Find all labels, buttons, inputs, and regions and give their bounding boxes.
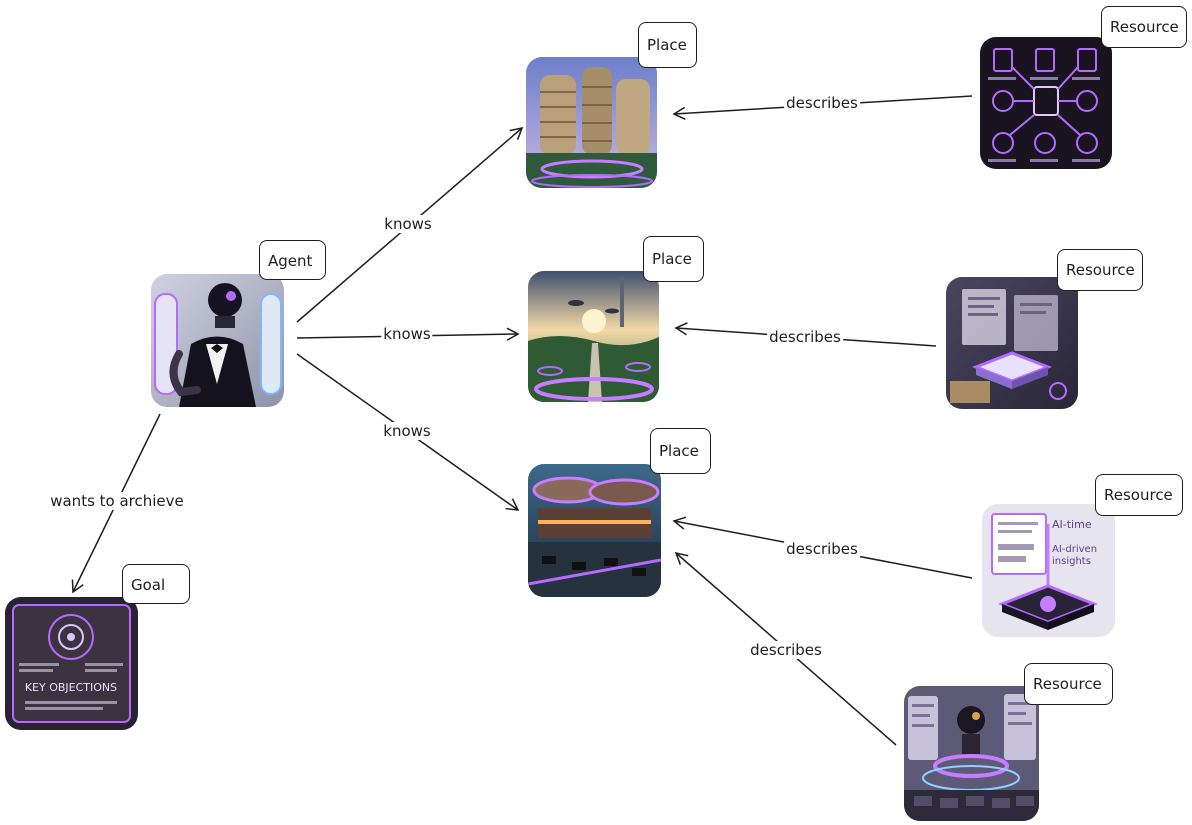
place2-tag: Place <box>643 236 704 282</box>
robot-butler-illustration <box>151 274 284 407</box>
edge-label-describes-2: describes <box>767 328 843 346</box>
futuristic-park-illustration <box>528 271 659 402</box>
resource-documents-illustration <box>946 277 1078 409</box>
edge-label-describes-3: describes <box>784 540 860 558</box>
futuristic-hotel-illustration <box>526 57 657 188</box>
place3-tag: Place <box>650 428 711 474</box>
agent-robot-image[interactable] <box>151 274 284 407</box>
edge-label-describes-4: describes <box>748 641 824 659</box>
edge-label-describes-1: describes <box>784 94 860 112</box>
place3-image[interactable] <box>528 464 661 597</box>
futuristic-restaurant-illustration <box>528 464 661 597</box>
agent-tag: Agent <box>259 240 326 280</box>
resource4-tag: Resource <box>1024 663 1113 705</box>
resource1-image[interactable] <box>980 37 1112 169</box>
edge-label-knows-2: knows <box>381 325 433 343</box>
edge-label-knows-3: knows <box>381 422 433 440</box>
edge-label-wants-to-achieve: wants to archieve <box>48 492 186 510</box>
resource-icons-grid-illustration <box>980 37 1112 169</box>
resource3-text-1: AI-time <box>1052 518 1092 531</box>
resource2-image[interactable] <box>946 277 1078 409</box>
resource3-text-3: insights <box>1052 556 1091 567</box>
resource1-tag: Resource <box>1101 6 1187 48</box>
resource2-tag: Resource <box>1057 249 1143 291</box>
place1-image[interactable] <box>526 57 657 188</box>
resource4-image[interactable] <box>904 686 1039 821</box>
goal-tag: Goal <box>122 564 190 604</box>
resource3-image[interactable]: AI-time AI-driven insights <box>982 504 1115 637</box>
goal-document-illustration: KEY OBJECTIONS <box>5 597 138 730</box>
place2-image[interactable] <box>528 271 659 402</box>
resource3-tag: Resource <box>1095 474 1183 516</box>
place1-tag: Place <box>638 22 697 68</box>
resource3-text-2: AI-driven <box>1052 544 1097 555</box>
goal-image[interactable]: KEY OBJECTIONS <box>5 597 138 730</box>
resource-robot-hologram-illustration <box>904 686 1039 821</box>
edge-label-knows-1: knows <box>382 215 434 233</box>
goal-image-heading: KEY OBJECTIONS <box>25 681 117 694</box>
resource-ai-insights-illustration: AI-time AI-driven insights <box>982 504 1115 637</box>
